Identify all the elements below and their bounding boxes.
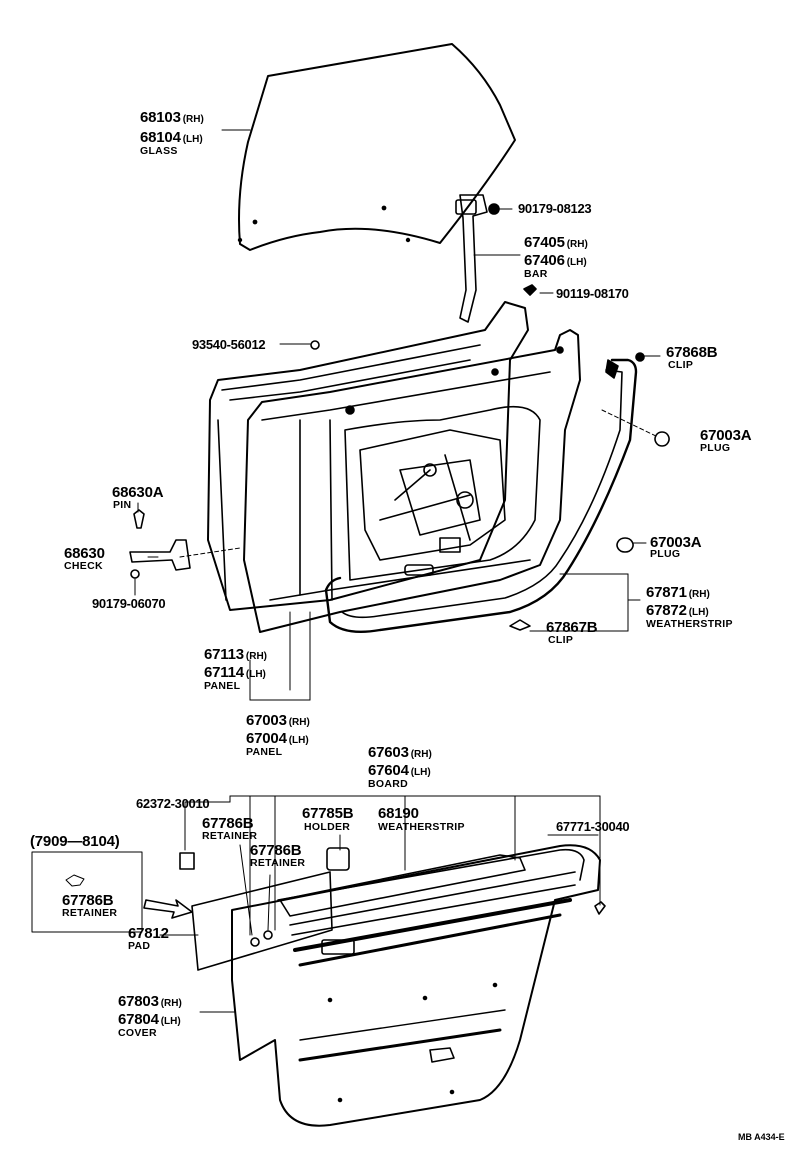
pin-68630a-label: 68630A <box>112 484 164 501</box>
outer-door-panel-shape <box>207 301 529 611</box>
screw-shape <box>310 340 320 350</box>
inner-panel-lh-label: 67114(LH) <box>204 664 266 681</box>
plug-67003a-name-2: PLUG <box>650 548 681 560</box>
bolt-90119-08170-label: 90119-08170 <box>556 286 629 301</box>
plug-67003a-label: 67003A <box>700 427 752 444</box>
bolt-90179-08123-label: 90179-08123 <box>518 201 592 216</box>
retainer-67786b-label-3: 67786B <box>62 892 114 909</box>
cover-lh-label: 67804(LH) <box>118 1011 181 1028</box>
pad-67812-name: PAD <box>128 940 151 952</box>
part-67771-30040-label: 67771-30040 <box>556 819 630 834</box>
inner-panel-rh-label: 67113(RH) <box>204 646 267 663</box>
retainer-shape-2 <box>250 937 260 947</box>
holder-67785b-label: 67785B <box>302 805 354 822</box>
arrow-shape <box>143 899 193 919</box>
retainer-67786b-label: 67786B <box>202 815 254 832</box>
pad-67812-label: 67812 <box>128 925 169 942</box>
holder-67785b-name: HOLDER <box>304 821 351 833</box>
weatherstrip-68190-name: WEATHERSTRIP <box>378 821 465 833</box>
check-shape <box>129 509 191 579</box>
panel-name-label: PANEL <box>246 746 283 758</box>
pin-68630a-name: PIN <box>113 499 132 511</box>
part-62372-shape <box>179 852 195 870</box>
weatherstrip-rh-label: 67871(RH) <box>646 584 710 601</box>
holder-shape <box>326 847 350 871</box>
bar-rh-label: 67405(RH) <box>524 234 588 251</box>
weatherstrip-68190-label: 68190 <box>378 805 419 822</box>
inner-panel-name-label: PANEL <box>204 680 241 692</box>
panel-rh-label: 67003(RH) <box>246 712 310 729</box>
retainer-67786b-name: RETAINER <box>202 830 258 842</box>
board-name-label: BOARD <box>368 778 408 790</box>
board-rh-label: 67603(RH) <box>368 744 432 761</box>
bar-lh-label: 67406(LH) <box>524 252 587 269</box>
cover-rh-label: 67803(RH) <box>118 993 182 1010</box>
plug-shape-2 <box>616 537 634 553</box>
glass-name-label: GLASS <box>140 145 178 157</box>
bar-name-label: BAR <box>524 268 548 280</box>
inner-door-panel-shape <box>243 329 581 633</box>
plug-67003a-label-2: 67003A <box>650 534 702 551</box>
clip-shape-2 <box>509 619 531 631</box>
plug-shape-1 <box>654 431 670 447</box>
board-bracket-lines <box>184 795 601 936</box>
check-68630-name: CHECK <box>64 560 103 572</box>
clip-shape <box>635 352 645 362</box>
glass-rh-label: 68103(RH) <box>140 109 204 126</box>
glass-lh-label: 68104(LH) <box>140 129 203 146</box>
panel-lh-label: 67004(LH) <box>246 730 309 747</box>
clip-67867b-name: CLIP <box>548 634 574 646</box>
retainer-67786b-label-2: 67786B <box>250 842 302 859</box>
plug-67003a-name: PLUG <box>700 442 731 454</box>
date-range-box <box>31 851 143 933</box>
weatherstrip-lh-label: 67872(LH) <box>646 602 709 619</box>
glass-shape <box>237 43 516 251</box>
clip-67868b-label: 67868B <box>666 344 718 361</box>
clip-67867b-label: 67867B <box>546 619 598 636</box>
screw-93540-56012-label: 93540-56012 <box>192 337 266 352</box>
cover-name-label: COVER <box>118 1027 157 1039</box>
board-strip-shape <box>279 854 526 917</box>
check-68630-label: 68630 <box>64 545 105 562</box>
weatherstrip-name-label: WEATHERSTRIP <box>646 618 733 630</box>
retainer-shape <box>263 930 273 940</box>
bolt-90179-06070-label: 90179-06070 <box>92 596 166 611</box>
date-range-label: (7909—8104) <box>30 833 120 850</box>
part-62372-30010-label: 62372-30010 <box>136 796 210 811</box>
diagram-code: MB A434-E <box>738 1132 785 1142</box>
board-lh-label: 67604(LH) <box>368 762 431 779</box>
retainer-67786b-name-3: RETAINER <box>62 907 118 919</box>
clip-67868b-name: CLIP <box>668 359 694 371</box>
part-67771-shape <box>594 901 606 915</box>
weatherstrip-shape <box>324 358 638 633</box>
cover-shape <box>231 844 601 1127</box>
retainer-67786b-name-2: RETAINER <box>250 857 306 869</box>
pad-shape <box>191 871 333 971</box>
